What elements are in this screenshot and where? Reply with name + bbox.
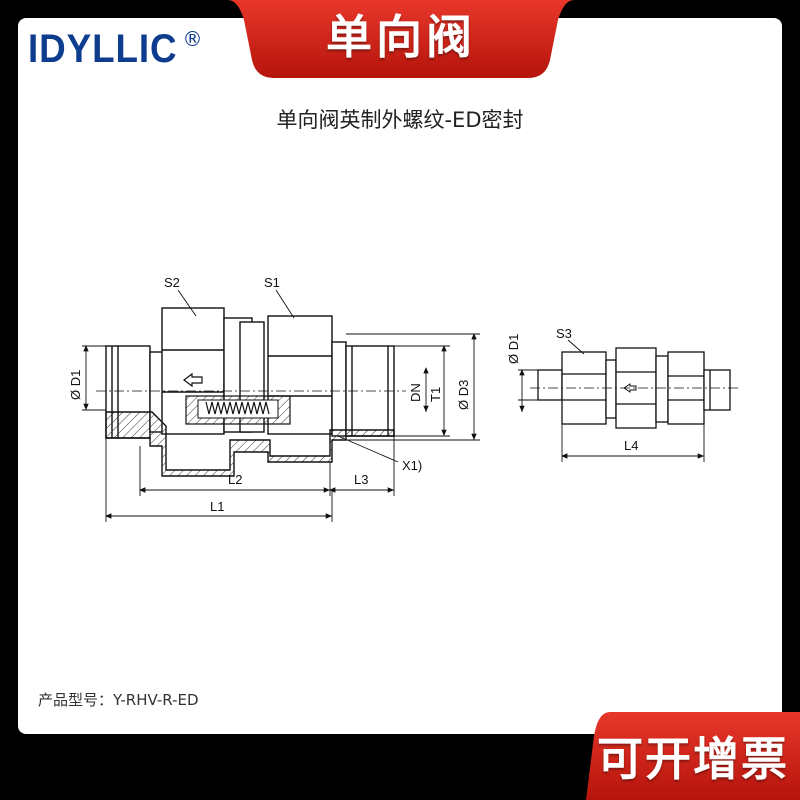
label-s3: S3 (556, 326, 572, 341)
label-l4: L4 (624, 438, 638, 453)
label-l2: L2 (228, 472, 242, 487)
label-l3: L3 (354, 472, 368, 487)
product-model-value: Y-RHV-R-ED (113, 691, 199, 709)
label-s1: S1 (264, 275, 280, 290)
section-hatch (105, 395, 395, 477)
title-banner: 单向阀 (228, 0, 574, 80)
label-l1: L1 (210, 499, 224, 514)
label-t1: T1 (428, 387, 443, 402)
label-x1: X1) (402, 458, 422, 473)
brand-logo: IDYLLIC ® (28, 26, 203, 72)
registered-mark: ® (182, 27, 203, 51)
invoice-badge-shape (586, 712, 800, 800)
flow-arrow-icon (183, 372, 203, 388)
invoice-badge: 可开增票 (586, 712, 800, 800)
spring (205, 401, 270, 415)
label-dn: DN (408, 383, 423, 402)
dimension-lines (82, 289, 480, 522)
label-d3: Ø D3 (456, 380, 471, 410)
page-title: 单向阀 (326, 10, 476, 64)
product-model-label: 产品型号： (38, 691, 114, 709)
label-d1-side: Ø D1 (506, 334, 521, 364)
invoice-badge-text: 可开增票 (597, 732, 789, 786)
title-banner-shape (228, 0, 574, 78)
label-s2: S2 (164, 275, 180, 290)
product-model-line: 产品型号：Y-RHV-R-ED (38, 689, 199, 710)
product-subtitle: 单向阀英制外螺纹-ED密封 (276, 108, 524, 132)
side-dimension-lines (518, 339, 705, 462)
label-d1: Ø D1 (68, 370, 83, 400)
brand-name: IDYLLIC (28, 27, 178, 71)
